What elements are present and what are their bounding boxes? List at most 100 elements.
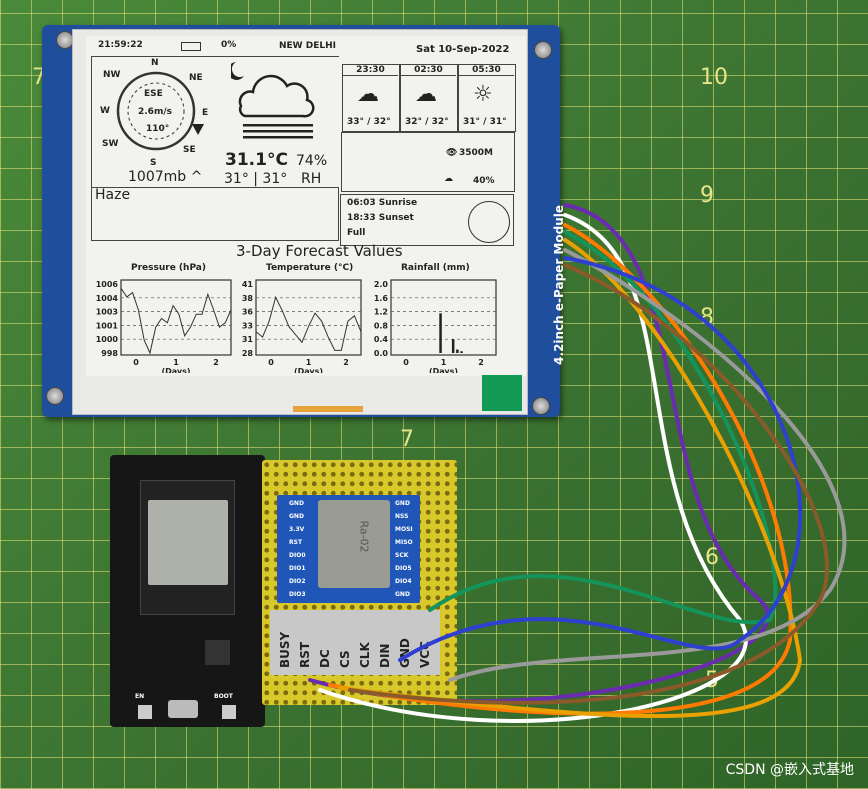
lora-pin-label: GND: [289, 500, 304, 507]
forecast-slot: 23:30 ☁ 33° / 32°: [342, 64, 400, 132]
mat-number: 9: [700, 183, 714, 208]
wind-direction: ESE: [144, 89, 163, 99]
lora-pin-label: DIO5: [395, 565, 412, 572]
jumper-wire: [308, 203, 770, 704]
rain-bar: [456, 349, 459, 353]
hi-lo-temp: 31° | 31°: [224, 171, 288, 187]
wind-degrees: 110°: [146, 124, 170, 134]
jumper-wire: [348, 263, 829, 705]
forecast-time: 23:30: [343, 65, 398, 76]
lora-pin-label: MOSI: [395, 526, 413, 533]
sunrise: 06:03 Sunrise: [347, 198, 418, 208]
forecast-time: 05:30: [459, 65, 514, 76]
compass-label: SE: [183, 145, 196, 155]
date: Sat 10-Sep-2022: [416, 44, 510, 55]
y-tick-label: 38: [242, 294, 254, 303]
y-tick-label: 0.0: [374, 349, 389, 358]
x-axis-label: (Days): [294, 367, 323, 373]
current-temp: 31.1°C: [225, 150, 288, 170]
y-tick-label: 1000: [96, 335, 119, 344]
chart-frame: [255, 279, 362, 356]
lora-chip: Ra-02: [318, 500, 390, 588]
rain-bar: [451, 339, 455, 353]
usb-port[interactable]: [168, 700, 198, 718]
y-tick-label: 33: [242, 321, 253, 330]
compass-label: NE: [189, 73, 203, 83]
mat-number: 6: [705, 545, 719, 570]
current-box: [91, 56, 339, 189]
sun-box: [340, 194, 514, 246]
chart-title: Pressure (hPa): [131, 263, 206, 273]
rain-bar: [439, 313, 442, 353]
condition-box: [91, 187, 339, 241]
humidity: 74%: [296, 153, 328, 169]
visibility: 3500M: [459, 148, 494, 158]
lora-pin-label: DIO2: [289, 578, 306, 585]
time: 21:59:22: [98, 40, 143, 50]
x-tick-label: 0: [403, 358, 409, 367]
y-tick-label: 1003: [96, 308, 118, 317]
esp32-shield: [148, 500, 228, 585]
mat-number: 7: [400, 427, 414, 452]
y-tick-label: 31: [242, 335, 254, 344]
moon-cloud-icon: ☁: [357, 82, 379, 107]
protective-film-tab: [482, 375, 522, 411]
y-tick-label: 998: [101, 349, 118, 358]
watermark: CSDN @嵌入式基地: [725, 762, 854, 778]
forecast-title: 3-Day Forecast Values: [236, 242, 403, 260]
chart-frame: [390, 279, 497, 356]
y-tick-label: 2.0: [374, 280, 389, 289]
lora-pin-label: RST: [289, 539, 303, 546]
jumper-wire: [398, 256, 803, 662]
jumper-wire: [338, 238, 803, 718]
rh-label: RH: [301, 171, 322, 187]
compass-label: N: [151, 58, 159, 68]
x-tick-label: 1: [306, 358, 312, 367]
compass-icon: [116, 71, 204, 151]
y-tick-label: 0.4: [374, 335, 389, 344]
esp32-board: EN BOOT: [110, 455, 265, 727]
y-tick-label: 1.6: [374, 294, 389, 303]
x-tick-label: 0: [133, 358, 139, 367]
lora-pin-label: DIO4: [395, 578, 412, 585]
forecast-temps: 32° / 32°: [405, 117, 449, 127]
forecast-slot: 05:30 ☼ 31° / 31°: [458, 64, 516, 132]
lora-pin-label: DIO0: [289, 552, 306, 559]
screw: [532, 397, 550, 415]
chart-frame: [120, 279, 232, 356]
compass-label: NW: [103, 70, 121, 80]
forecast-temps: 31° / 31°: [463, 117, 507, 127]
x-tick-label: 1: [441, 358, 447, 367]
boot-label: BOOT: [214, 693, 233, 700]
x-tick-label: 0: [268, 358, 274, 367]
x-axis-label: (Days): [161, 367, 190, 373]
boot-button[interactable]: [222, 705, 236, 719]
mat-number: 10: [700, 65, 728, 90]
forecast-slot: 02:30 ☁ 32° / 32°: [400, 64, 458, 132]
en-button[interactable]: [138, 705, 152, 719]
lora-pin-label: DIO3: [289, 591, 306, 598]
battery-level: 0%: [221, 40, 237, 50]
cloud-cover: 40%: [473, 176, 495, 186]
chart-title: Temperature (°C): [266, 263, 353, 273]
jumper-wire: [428, 230, 778, 625]
condition: Haze: [95, 187, 131, 203]
full-moon-icon: [468, 201, 510, 243]
rain-bar: [460, 351, 463, 353]
data-line: [120, 288, 232, 355]
compass-label: W: [100, 106, 110, 116]
wind-speed: 2.6m/s: [138, 107, 172, 117]
cloud-cover-icon: ☁: [444, 174, 453, 184]
chart-title: Rainfall (mm): [401, 263, 470, 273]
y-tick-label: 0.8: [374, 321, 389, 330]
y-tick-label: 28: [242, 349, 254, 358]
x-axis-label: (Days): [429, 367, 458, 373]
lora-pin-label: GND: [395, 591, 410, 598]
sunset: 18:33 Sunset: [347, 213, 414, 223]
epaper-panel: 21:59:22 0% NEW DELHI Sat 10-Sep-2022 N …: [72, 29, 528, 415]
compass-label: E: [202, 108, 209, 118]
